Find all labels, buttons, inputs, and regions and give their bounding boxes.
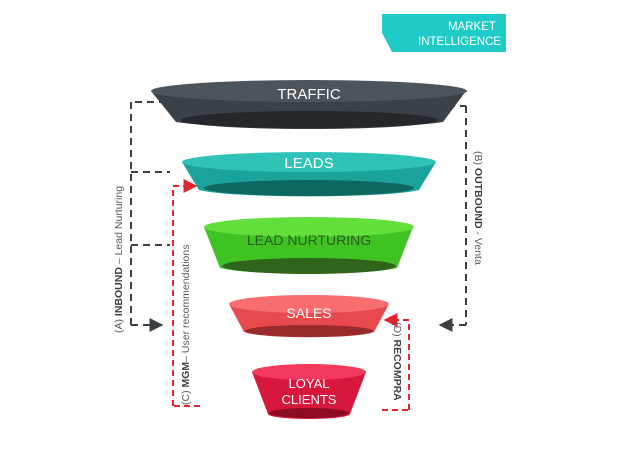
inbound-label: (A) INBOUND – Lead Nurturing: [113, 186, 125, 333]
outbound-label: (B) OUTBOUND - Venta: [472, 151, 484, 265]
recompra-label: (D) RECOMPRA: [391, 322, 403, 401]
funnel-label-loyal: LOYAL: [289, 376, 330, 391]
recompra-bracket: [382, 313, 410, 411]
funnel-label-clients: CLIENTS: [282, 392, 337, 407]
funnel-label-traffic: TRAFFIC: [277, 86, 340, 103]
funnel-stage-traffic: TRAFFIC: [151, 80, 467, 129]
mgm-bracket: [172, 179, 200, 407]
mgm-label: (C) MGM– User recommendations: [180, 245, 192, 405]
badge-line1: MARKET: [448, 21, 496, 33]
outbound-bracket: [436, 105, 467, 332]
funnel-label-sales: SALES: [286, 305, 331, 321]
badge-line2: INTELLIGENCE: [418, 36, 501, 48]
funnel-label-lead-nurturing: LEAD NURTURING: [247, 232, 371, 248]
market-intelligence-badge: MARKET INTELLIGENCE: [382, 14, 506, 52]
funnel-stage-leads: LEADS: [182, 152, 436, 197]
funnel-stage-lead-nurturing: LEAD NURTURING: [204, 217, 414, 274]
funnel-label-leads: LEADS: [284, 155, 333, 172]
funnel-stage-loyal-clients: LOYAL CLIENTS: [252, 364, 366, 419]
funnel-stage-sales: SALES: [229, 295, 389, 338]
inbound-bracket: [130, 101, 170, 332]
